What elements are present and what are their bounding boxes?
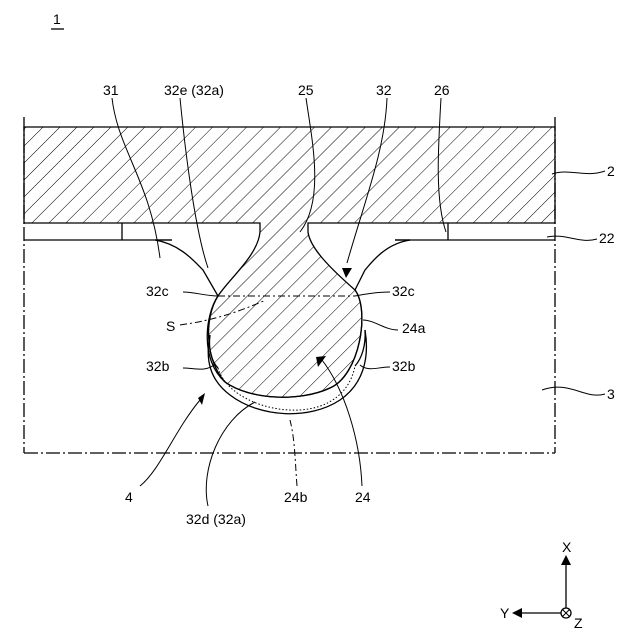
label-25: 25: [298, 82, 314, 98]
axis-y-arrow: [512, 608, 522, 618]
leader-32-arrow: [342, 268, 352, 278]
label-32e: 32e (32a): [164, 82, 224, 98]
label-32c-right: 32c: [392, 283, 415, 299]
axis-z-label: Z: [574, 615, 583, 631]
label-32d: 32d (32a): [186, 511, 246, 527]
label-32b-right: 32b: [392, 358, 416, 374]
axis-y-label: Y: [500, 605, 510, 621]
label-32: 32: [376, 82, 392, 98]
label-24: 24: [355, 489, 371, 505]
axis-x-label: X: [562, 539, 572, 555]
label-24a: 24a: [402, 320, 426, 336]
label-32c-left: 32c: [146, 283, 169, 299]
leader-32d: [206, 402, 255, 506]
label-4: 4: [125, 489, 133, 505]
leader-32c-right: [355, 292, 390, 296]
leader-4-arrow: [198, 393, 205, 405]
leader-4: [140, 400, 200, 486]
label-31: 31: [103, 82, 119, 98]
figure-number: 1: [53, 11, 61, 27]
label-2: 2: [607, 163, 615, 179]
label-26: 26: [434, 82, 450, 98]
leader-3: [542, 387, 605, 395]
axis-x-arrow: [561, 555, 571, 565]
label-22: 22: [599, 230, 615, 246]
label-S: S: [166, 318, 175, 334]
leader-32c-left: [183, 292, 218, 296]
label-32b-left: 32b: [146, 358, 170, 374]
leader-24a: [363, 320, 398, 330]
hatched-member-2: [24, 127, 555, 397]
label-24b: 24b: [284, 489, 308, 505]
leader-2: [552, 171, 605, 174]
label-3: 3: [607, 386, 615, 402]
